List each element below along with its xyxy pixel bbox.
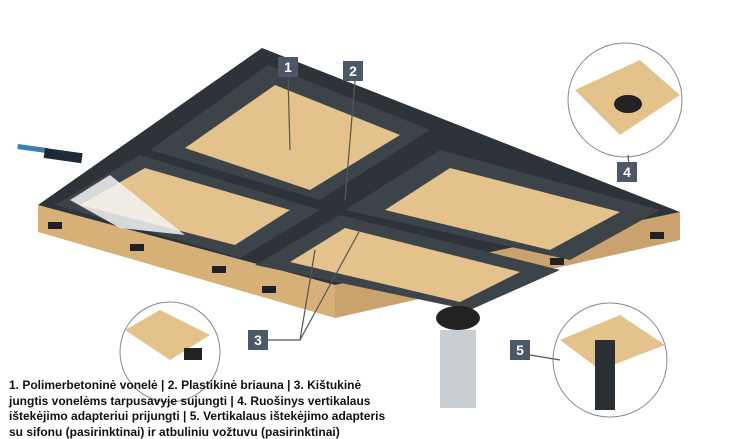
label-5: 5 <box>510 340 530 360</box>
tray-back-right <box>345 150 660 260</box>
detail-circle-siphon <box>552 302 668 418</box>
label-2: 2 <box>343 61 363 81</box>
label-3: 3 <box>248 330 268 350</box>
detail-circle-outlet <box>567 42 683 158</box>
label-1: 1 <box>278 57 298 77</box>
detail-circle-connector <box>119 301 221 403</box>
caption: 1. Polimerbetoninė vonelė | 2. Plastikin… <box>9 378 386 439</box>
label-4: 4 <box>617 162 637 182</box>
brush-icon <box>17 144 83 164</box>
tray-front-left <box>55 155 320 258</box>
drain-adapter <box>436 306 480 408</box>
tray-front-right <box>255 215 560 310</box>
leader-lines <box>268 76 631 361</box>
tray-base-left-side <box>38 205 335 318</box>
